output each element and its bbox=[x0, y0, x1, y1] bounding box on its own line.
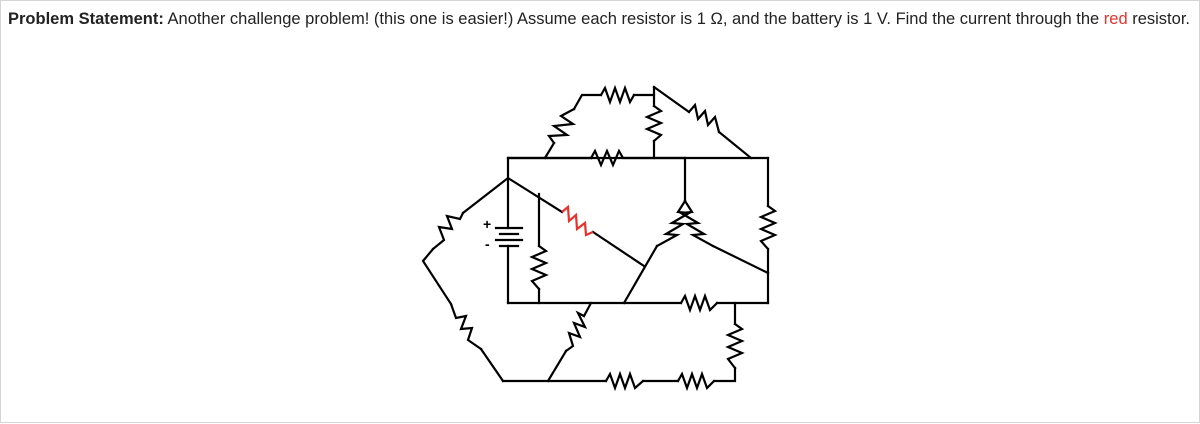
wire-mid-diag-top bbox=[582, 301, 593, 318]
resistor-inner-vertical bbox=[529, 244, 549, 291]
problem-text-end: resistor. bbox=[1127, 10, 1190, 28]
wire-diag-from-red bbox=[591, 230, 646, 268]
problem-label: Problem Statement: bbox=[8, 10, 164, 28]
resistor-top-left-diag bbox=[546, 107, 577, 145]
resistor-inner-bottom bbox=[679, 292, 719, 314]
wire-top-left-diag-low bbox=[543, 141, 556, 160]
battery: + - bbox=[483, 216, 524, 252]
wire-left-lower bbox=[479, 347, 505, 383]
resistor-bottom-2 bbox=[676, 370, 716, 392]
wire-left-corner bbox=[421, 247, 453, 306]
wire-diag-to-red bbox=[506, 176, 564, 214]
red-resistor bbox=[561, 204, 594, 237]
wire-top-right-diag-a bbox=[652, 85, 691, 114]
resistor-top-bus bbox=[589, 148, 687, 168]
battery-plus-label: + bbox=[483, 216, 491, 232]
problem-text: Another challenge problem! (this one is … bbox=[163, 10, 1104, 28]
resistors bbox=[431, 84, 778, 392]
resistor-left-upper bbox=[431, 211, 465, 251]
resistor-top-horizontal bbox=[599, 84, 636, 106]
red-word: red bbox=[1103, 10, 1128, 28]
resistor-right-vertical bbox=[758, 204, 778, 251]
resistor-top-right-diag bbox=[687, 102, 721, 134]
wire-left-upper bbox=[461, 176, 510, 215]
wire-triangle-left bbox=[622, 244, 659, 305]
battery-minus-label: - bbox=[485, 236, 490, 252]
resistor-top-vertical bbox=[644, 104, 664, 143]
wire-top-left-diag-high bbox=[572, 93, 603, 111]
resistor-mid-diag bbox=[564, 310, 588, 353]
resistor-bottom-1 bbox=[604, 370, 645, 392]
wire-bottom-3 bbox=[712, 366, 737, 383]
resistor-right-lower bbox=[725, 322, 745, 370]
wires bbox=[421, 85, 770, 383]
wire-triangle-right bbox=[711, 244, 770, 275]
wire-top-right-diag-b bbox=[717, 130, 753, 160]
problem-statement: Problem Statement: Another challenge pro… bbox=[8, 7, 1196, 31]
wire-mid-diag-bottom bbox=[546, 349, 568, 383]
resistor-triangle-right bbox=[677, 199, 715, 248]
resistor-left-lower bbox=[449, 302, 483, 351]
